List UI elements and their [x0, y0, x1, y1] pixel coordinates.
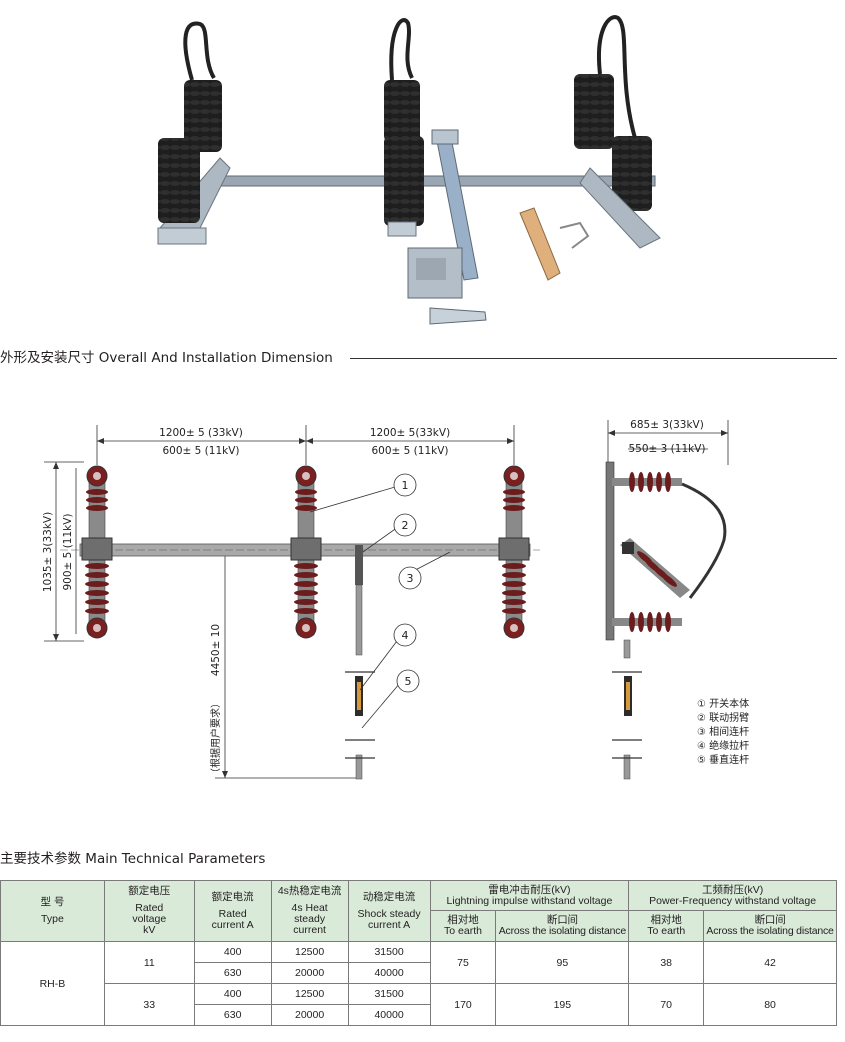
cell-shock: 31500 — [347, 941, 431, 963]
legend-item: ④ 绝缘拉杆 — [697, 741, 750, 752]
vertical-rod — [345, 545, 375, 780]
header-heat-steady: 4s热稳定电流 4s Heat steady current — [270, 880, 349, 942]
cell-shock: 31500 — [347, 983, 431, 1005]
section-rule — [350, 358, 837, 359]
dim-left-11kv: 600± 5 (11kV) — [162, 445, 239, 457]
legend-item: ⑤ 垂直连杆 — [697, 755, 750, 766]
section-title-technical: 主要技术参数 Main Technical Parameters — [0, 851, 266, 867]
header-lightning-impulse: 雷电冲击耐压(kV) Lightning impulse withstand v… — [429, 880, 630, 911]
header-rated-current: 额定电流 Rated current A — [193, 880, 272, 942]
insulator-photo — [158, 138, 200, 223]
cell-pf-earth: 38 — [628, 941, 705, 984]
callout-1: 1 — [402, 479, 409, 492]
insulator-photo — [184, 80, 222, 152]
cell-heat: 12500 — [270, 941, 349, 963]
header-type: 型 号 Type — [0, 880, 105, 942]
component-legend: ① 开关本体 ② 联动拐臂 ③ 相间连杆 ④ 绝缘拉杆 ⑤ 垂直连杆 — [697, 698, 749, 768]
cell-current: 630 — [193, 1004, 272, 1026]
pole-middle — [290, 465, 322, 639]
cell-li-isolating: 95 — [495, 941, 630, 984]
pole-left — [81, 465, 113, 639]
header-pf-isolating: 断口间 Across the isolating distance — [703, 910, 837, 942]
cell-type: RH-B — [0, 941, 105, 1026]
cell-heat: 20000 — [270, 1004, 349, 1026]
cell-current: 400 — [193, 983, 272, 1005]
dim-height-33kv: 1035± 3(33kV) — [42, 512, 54, 592]
section-title-dimension: 外形及安装尺寸 Overall And Installation Dimensi… — [0, 350, 333, 366]
cell-shock: 40000 — [347, 962, 431, 984]
header-shock-steady: 动稳定电流 Shock steady current A — [347, 880, 431, 942]
cell-heat: 20000 — [270, 962, 349, 984]
header-power-frequency: 工频耐压(kV) Power-Frequency withstand volta… — [628, 880, 837, 911]
header-li-isolating: 断口间 Across the isolating distance — [495, 910, 630, 942]
technical-parameters-table: 型 号 Type 额定电压 Rated voltage kV 额定电流 Rate… — [0, 880, 837, 1026]
header-rated-voltage: 额定电压 Rated voltage kV — [103, 880, 195, 942]
callout-3: 3 — [407, 572, 414, 585]
dim-height-11kv: 900± 5 (11kV) — [62, 513, 74, 590]
insulator-photo — [384, 80, 420, 142]
insulator-photo — [612, 136, 652, 211]
cell-li-isolating: 195 — [495, 983, 630, 1026]
legend-item: ② 联动拐臂 — [697, 713, 750, 724]
cell-li-earth: 75 — [429, 941, 497, 984]
cell-current: 400 — [193, 941, 272, 963]
legend-item: ① 开关本体 — [697, 699, 750, 710]
table-row: 630 20000 40000 — [1, 1004, 837, 1026]
callout-5: 5 — [405, 675, 412, 688]
table-row: 33 400 12500 31500 170 195 70 80 — [1, 983, 837, 1026]
cell-li-earth: 170 — [429, 983, 497, 1026]
product-photo — [157, 15, 661, 325]
side-view — [605, 461, 727, 780]
dim-right-11kv: 600± 5 (11kV) — [371, 445, 448, 457]
dim-side-33kv: 685± 3(33kV) — [630, 419, 704, 431]
cell-current: 630 — [193, 962, 272, 984]
cell-heat: 12500 — [270, 983, 349, 1005]
callout-2: 2 — [402, 519, 409, 532]
cell-shock: 40000 — [347, 1004, 431, 1026]
insulator-photo — [384, 136, 424, 226]
cell-pf-isolating: 42 — [703, 941, 837, 984]
dim-rod-note: （根据用户要求） — [209, 698, 222, 778]
cell-pf-isolating: 80 — [703, 983, 837, 1026]
insulator-photo — [574, 74, 614, 149]
cell-pf-earth: 70 — [628, 983, 705, 1026]
dim-left-33kv: 1200± 5 (33kV) — [159, 427, 243, 439]
header-li-to-earth: 相对地 To earth — [429, 910, 497, 942]
cell-voltage: 33 — [103, 983, 195, 1026]
dim-side-11kv: 550± 3 (11kV) — [628, 443, 705, 455]
dim-rod-length: 4450± 10 — [210, 624, 222, 676]
pole-right — [498, 465, 530, 639]
cell-voltage: 11 — [103, 941, 195, 984]
header-pf-to-earth: 相对地 To earth — [628, 910, 705, 942]
legend-item: ③ 相间连杆 — [697, 727, 750, 738]
dim-right-33kv: 1200± 5(33kV) — [370, 427, 450, 439]
table-row: 630 20000 40000 — [1, 962, 837, 984]
dimension-drawing: 1 2 3 4 5 1200± 5 (33kV) 600± 5 (11kV) 1… — [42, 419, 729, 780]
callout-4: 4 — [402, 629, 409, 642]
table-row: RH-B 11 400 12500 31500 75 95 38 42 — [0, 941, 837, 1026]
